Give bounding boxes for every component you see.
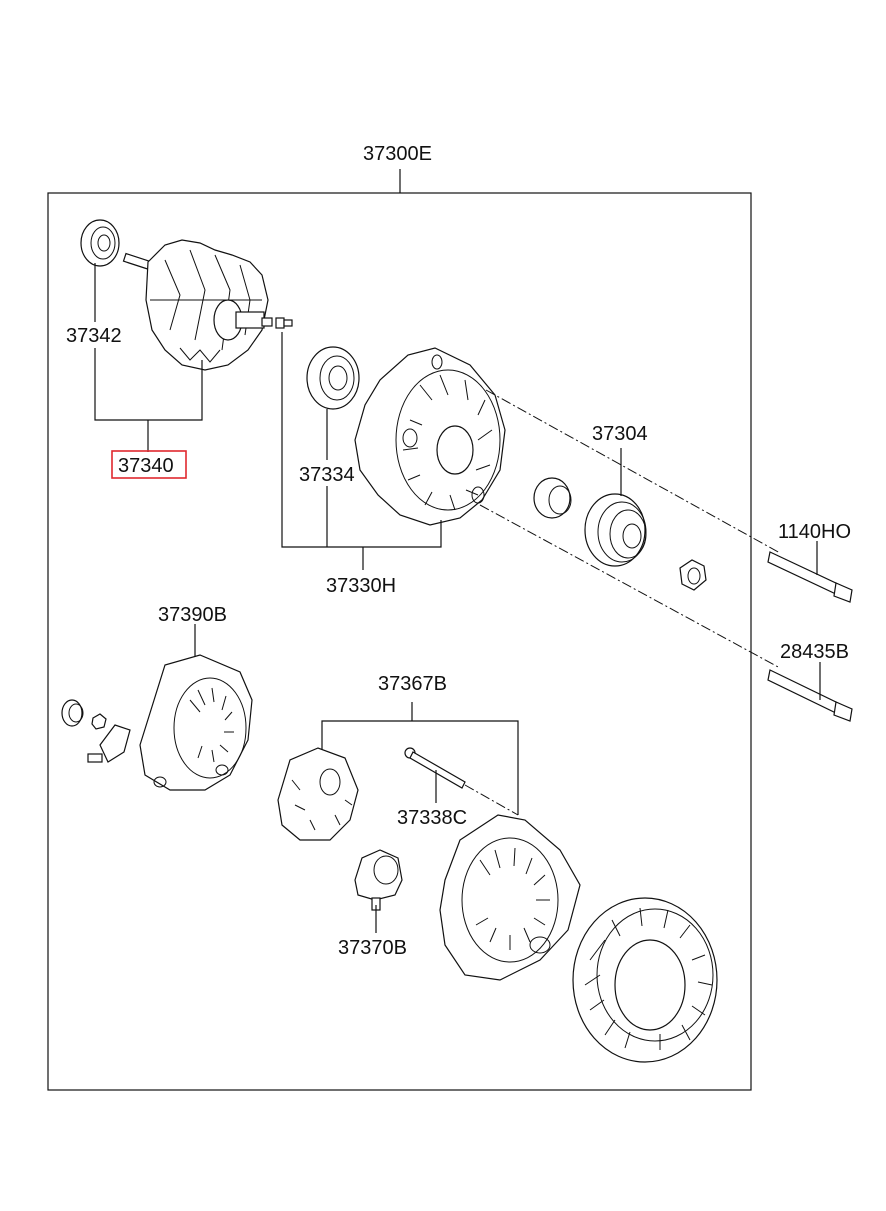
label-rear-bearing[interactable]: 37334	[299, 464, 355, 486]
spacer-part[interactable]	[533, 477, 572, 519]
label-rotor-assy[interactable]: 37340	[118, 455, 174, 477]
label-bearing-front[interactable]: 37342	[66, 325, 122, 347]
leader-rear-bracket-group	[321, 702, 519, 815]
regulator-part[interactable]	[354, 849, 403, 911]
pulley-nut-part[interactable]	[679, 559, 707, 591]
label-assembly[interactable]: 37300E	[363, 143, 432, 165]
centerline-rear-bolt	[464, 784, 519, 816]
label-front-bracket-assy[interactable]: 37330H	[326, 575, 396, 597]
centerline-lower	[479, 504, 781, 669]
front-bracket-part[interactable]	[354, 347, 506, 526]
rotor-screw-part[interactable]	[275, 317, 293, 329]
stator-part[interactable]	[572, 897, 718, 1063]
label-bolt-through[interactable]: 28435B	[780, 641, 849, 663]
rear-bracket-part[interactable]	[439, 814, 581, 981]
label-rear-cover[interactable]: 37390B	[158, 604, 227, 626]
rotor-part[interactable]	[122, 239, 273, 371]
rear-bearing-part[interactable]	[306, 346, 360, 410]
label-rear-bracket-assy[interactable]: 37367B	[378, 673, 447, 695]
label-regulator[interactable]: 37370B	[338, 937, 407, 959]
rotor-assy-highlight-box	[111, 450, 187, 479]
long-bolt-lower-part[interactable]	[767, 669, 853, 722]
rear-cover-part[interactable]	[139, 654, 253, 791]
long-bolt-upper-part[interactable]	[767, 551, 853, 603]
centerline-upper	[485, 389, 781, 554]
label-pulley[interactable]: 37304	[592, 423, 648, 445]
leader-front-bracket-group	[281, 332, 442, 570]
label-rear-bolt[interactable]: 37338C	[397, 807, 467, 829]
terminal-parts[interactable]	[61, 699, 131, 763]
front-bearing-part[interactable]	[80, 219, 120, 267]
rectifier-part[interactable]	[277, 747, 359, 841]
pulley-part[interactable]	[584, 493, 647, 567]
rear-bolt-part[interactable]	[404, 747, 466, 789]
leader-rotor-bracket	[94, 348, 203, 452]
label-bolt-long[interactable]: 1140HO	[778, 521, 851, 543]
